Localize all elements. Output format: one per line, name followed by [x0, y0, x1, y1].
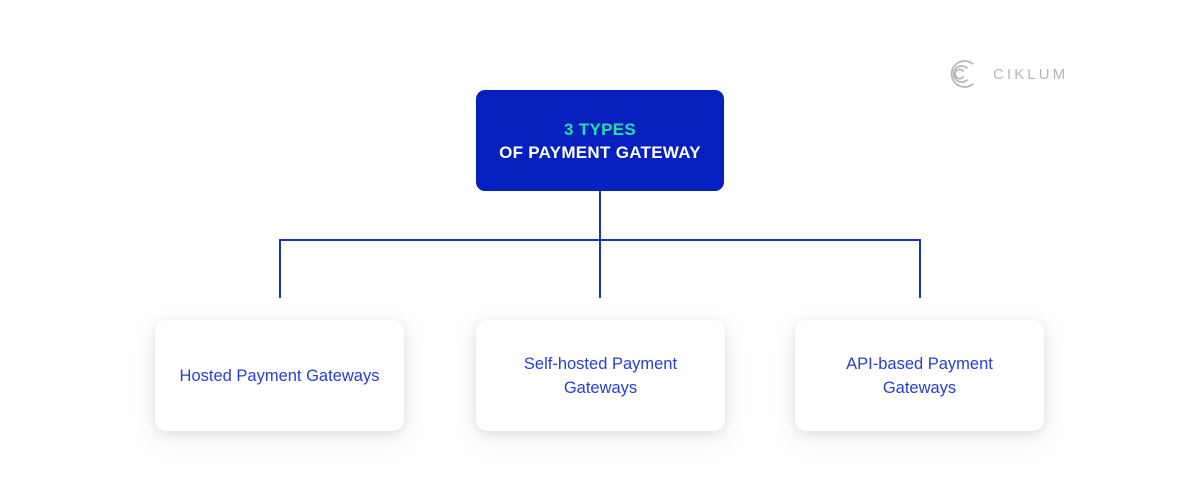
leaf-card-label: Hosted Payment Gateways — [179, 366, 380, 385]
brand-wordmark: CIKLUM — [993, 65, 1069, 83]
leaf-card-self-hosted-payment-gateways[interactable]: Self-hosted Payment Gateways — [476, 320, 725, 431]
root-node-title-primary: 3 TYPES — [563, 119, 637, 139]
ciklum-c-arcs-icon — [950, 60, 974, 88]
leaf-card-api-based-payment-gateways[interactable]: API-based Payment Gateways — [795, 320, 1044, 431]
brand-logo: CIKLUM — [946, 57, 1068, 91]
root-node-payment-gateway: 3 TYPES OF PAYMENT GATEWAY — [476, 90, 724, 191]
root-node-title-secondary: OF PAYMENT GATEWAY — [499, 142, 701, 162]
leaf-card-label: API-based Payment Gateways — [846, 354, 993, 397]
leaf-card-label: Self-hosted Payment Gateways — [523, 354, 678, 397]
leaf-card-hosted-payment-gateways[interactable]: Hosted Payment Gateways — [155, 320, 404, 431]
